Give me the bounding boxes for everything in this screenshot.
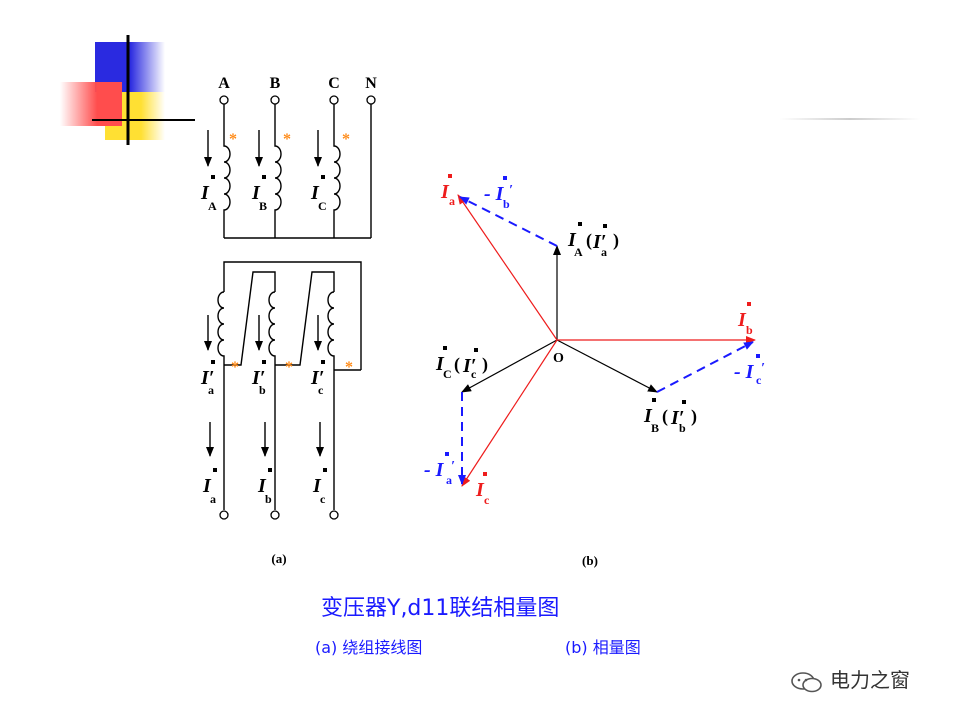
svg-text:a: a: [210, 492, 216, 506]
svg-text:I′: I′: [462, 355, 476, 377]
svg-text:c: c: [320, 492, 326, 506]
svg-text:a: a: [601, 245, 607, 259]
label-IB: I B: [251, 175, 267, 213]
svg-text:b: b: [265, 492, 272, 506]
svg-text:b: b: [679, 421, 686, 435]
watermark-text: 电力之窗: [830, 668, 910, 692]
svg-text:b: b: [259, 383, 266, 397]
svg-text:C: C: [443, 367, 452, 381]
wechat-icon: [791, 671, 822, 692]
polarity-star: *: [345, 359, 353, 376]
svg-text:(: (: [662, 406, 668, 427]
svg-text:- I: - I: [424, 459, 445, 481]
svg-text:I: I: [202, 475, 212, 497]
svg-text:(: (: [454, 354, 460, 375]
panel-label-b: (b): [582, 553, 598, 568]
origin-label: O: [553, 351, 564, 366]
label-Ia-line: I a: [202, 468, 217, 506]
svg-text:): ): [613, 230, 619, 251]
svg-text:I′: I′: [200, 367, 214, 389]
svg-text:′: ′: [509, 183, 513, 198]
svg-text:I: I: [567, 229, 577, 251]
terminal-label-n: N: [365, 75, 377, 92]
phasor-label-iB-ib-prime: I B ( I′ b ): [643, 398, 697, 435]
svg-text:I: I: [312, 475, 322, 497]
svg-text:′: ′: [451, 459, 455, 474]
label-Ib-prime: I′ b: [251, 360, 266, 397]
svg-text:b: b: [503, 197, 510, 211]
polarity-star: *: [342, 131, 350, 148]
phasor-label-minus-ic-prime: - I ′ c: [734, 354, 765, 387]
phasor-label-minus-ia-prime: - I ′ a: [424, 452, 455, 487]
svg-text:I: I: [435, 353, 445, 375]
svg-text:I: I: [440, 181, 450, 203]
svg-text:a: a: [208, 383, 214, 397]
svg-text:I′: I′: [251, 367, 265, 389]
svg-text:c: c: [756, 373, 762, 387]
svg-text:a: a: [449, 194, 455, 208]
phasor-label-iC-ic-prime: I C ( I′ c ): [435, 346, 488, 381]
label-Ib-line: I b: [257, 468, 272, 506]
svg-text:I: I: [310, 182, 320, 204]
svg-text:): ): [482, 354, 488, 375]
svg-text:I′: I′: [592, 231, 606, 253]
phasor-label-ia: I a: [440, 174, 455, 208]
svg-text:c: c: [471, 367, 477, 381]
terminal-label-c: C: [328, 75, 340, 92]
subcaption-b: (b) 相量图: [565, 638, 641, 657]
polarity-star: *: [231, 359, 239, 376]
svg-text:b: b: [746, 323, 753, 337]
phasor-label-minus-ib-prime: - I ′ b: [484, 176, 513, 211]
label-IC: I C: [310, 175, 327, 213]
figure-title: 变压器Y,d11联结相量图: [321, 596, 560, 621]
label-IA: I A: [200, 175, 217, 213]
svg-text:I′: I′: [670, 407, 684, 429]
phasor-diagram: O I a - I ′ b I A ( I′ a ) I b: [424, 174, 765, 568]
watermark: 电力之窗: [790, 664, 910, 693]
polarity-star: *: [283, 131, 291, 148]
svg-text:A: A: [208, 199, 217, 213]
label-Ia-prime: I′ a: [200, 360, 215, 397]
svg-text:(: (: [586, 230, 592, 251]
svg-text:I: I: [475, 479, 485, 501]
svg-text:C: C: [318, 199, 327, 213]
winding-diagram: A B C N * * *: [200, 75, 377, 566]
svg-text:B: B: [651, 421, 659, 435]
svg-text:A: A: [574, 245, 583, 259]
header-rule: [780, 118, 920, 120]
subcaption-a: (a) 绕组接线图: [315, 638, 423, 657]
phasor-label-ib: I b: [737, 302, 753, 337]
svg-text:a: a: [446, 473, 452, 487]
svg-text:c: c: [484, 493, 490, 507]
panel-label-a: (a): [271, 551, 286, 566]
svg-text:I′: I′: [310, 367, 324, 389]
label-Ic-prime: I′ c: [310, 360, 325, 397]
svg-text:I: I: [251, 182, 261, 204]
svg-text:c: c: [318, 383, 324, 397]
svg-text:B: B: [259, 199, 267, 213]
svg-text:): ): [691, 406, 697, 427]
label-Ic-line: I c: [312, 468, 327, 506]
svg-text:I: I: [737, 309, 747, 331]
phasor-label-ic: I c: [475, 472, 490, 507]
svg-text:I: I: [643, 405, 653, 427]
svg-text:I: I: [257, 475, 267, 497]
svg-text:I: I: [200, 182, 210, 204]
terminal-label-a: A: [218, 75, 230, 92]
svg-text:- I: - I: [734, 361, 755, 383]
polarity-star: *: [285, 359, 293, 376]
svg-text:′: ′: [761, 361, 765, 376]
polarity-star: *: [229, 131, 237, 148]
phasor-label-iA-ia-prime: I A ( I′ a ): [567, 222, 619, 259]
terminal-label-b: B: [270, 75, 281, 92]
svg-text:- I: - I: [484, 183, 505, 205]
slide-logo: [60, 35, 195, 145]
